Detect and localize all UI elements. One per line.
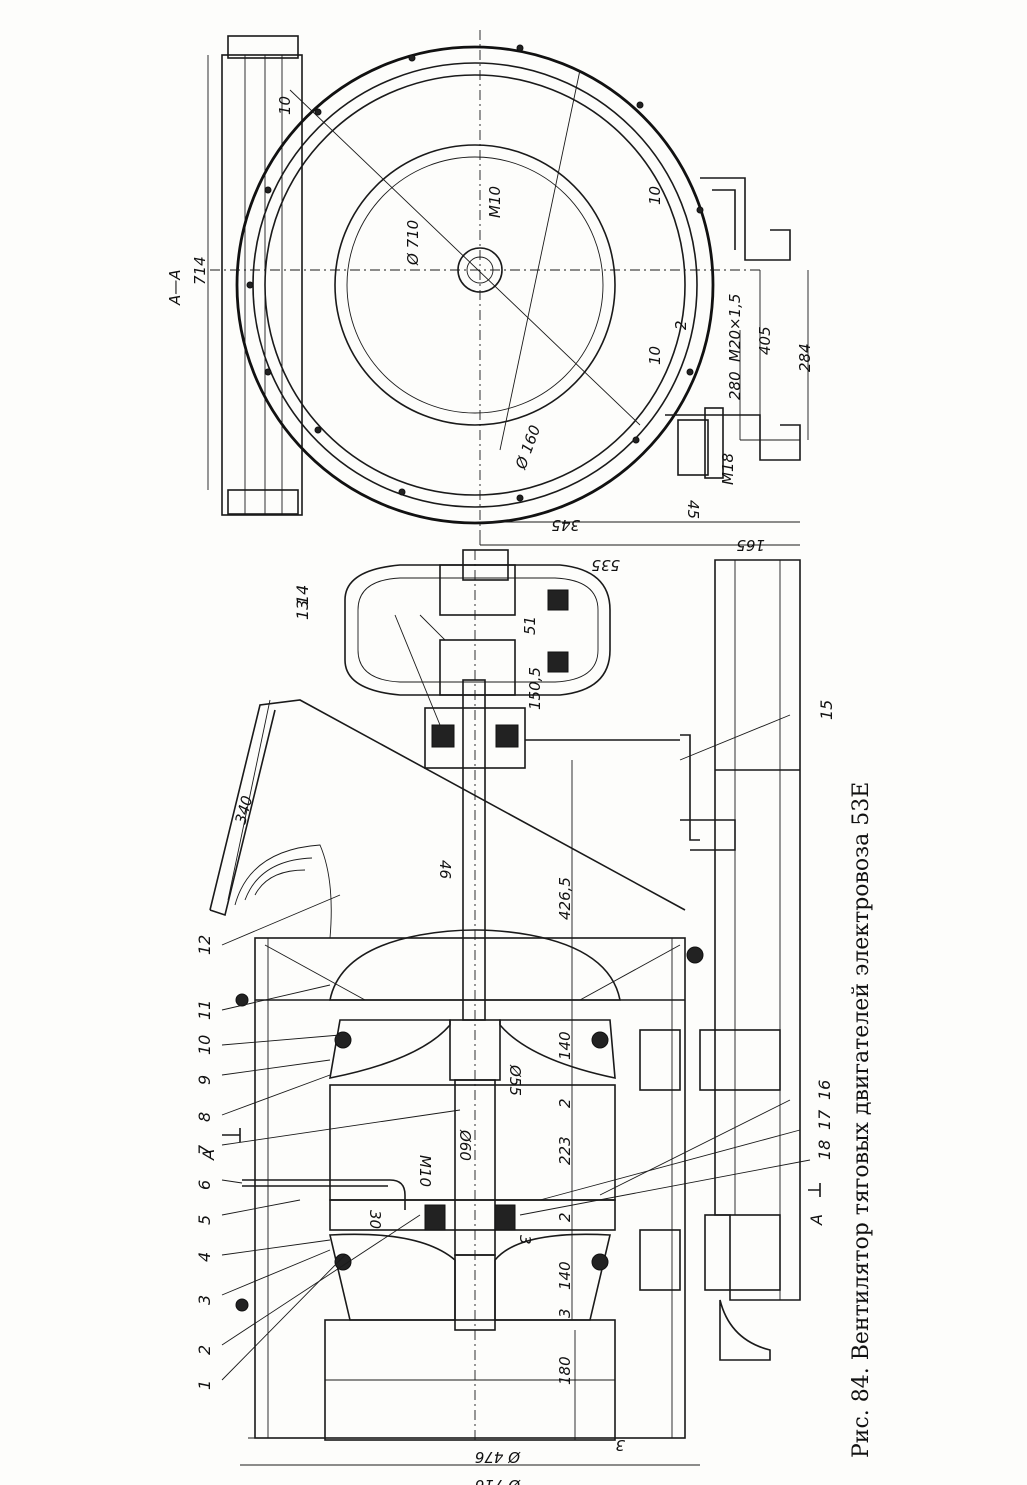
dim-m20: M20×1,5 [726, 294, 744, 362]
flange-bolts-main [235, 946, 704, 1312]
dim-3a: 3 [556, 1308, 574, 1318]
part-5: 5 [195, 1215, 214, 1225]
coupling-housing [344, 564, 611, 696]
housing-top-lug [227, 35, 299, 59]
dim-714: 714 [191, 256, 209, 285]
end-dome [329, 929, 621, 1001]
dim-shaft-60: Ø60 [456, 1129, 474, 1161]
dim-280: 280 [726, 371, 744, 400]
dim-340: 340 [231, 794, 256, 826]
dim-345: 345 [551, 516, 580, 534]
dim-3c: 3 [516, 1235, 534, 1245]
outer-casing-ring [235, 45, 715, 525]
dim-top-m10: M10 [486, 186, 504, 218]
dim-top-2: 2 [672, 320, 690, 330]
inlet-duct [209, 699, 686, 911]
part-4: 4 [195, 1252, 214, 1262]
outer-cylinder [254, 937, 686, 1439]
base-frame [714, 559, 801, 1301]
part-10: 10 [195, 1035, 214, 1055]
bracket-lower [665, 414, 801, 461]
dim-top-10a: 10 [646, 186, 664, 205]
part-12: 12 [195, 935, 214, 955]
part-15: 15 [817, 700, 836, 720]
section-mark-a-left: А [199, 1149, 218, 1161]
dim-shaft-46: 46 [436, 860, 454, 879]
section-mark-a-right: А [807, 1214, 826, 1226]
flange-bolts [246, 44, 704, 502]
leader-lines [221, 614, 811, 1381]
figure-caption: Рис. 84. Вентилятор тяговых двигателей э… [849, 782, 874, 1458]
impeller-inner [346, 156, 604, 414]
part-7: 7 [195, 1144, 214, 1155]
dim-top-10b: 10 [646, 346, 664, 365]
part-9: 9 [195, 1075, 214, 1085]
main-section-view [209, 549, 821, 1466]
part-11: 11 [195, 1000, 214, 1020]
dim-165: 165 [736, 536, 765, 554]
part-2: 2 [195, 1345, 214, 1355]
dim-535: 535 [591, 556, 620, 574]
part-13: 13 [293, 600, 312, 620]
drive-shaft [462, 679, 486, 1021]
housing-bottom-lug [227, 489, 299, 515]
bearing-left [424, 1204, 446, 1231]
impeller-upper-left [329, 1019, 451, 1080]
section-view-a-a [207, 30, 809, 546]
dim-top-10c: 10 [276, 96, 294, 115]
section-mark-left [222, 1128, 241, 1142]
dim-45: 45 [684, 500, 702, 519]
dim-m18: M18 [719, 453, 737, 485]
part-18: 18 [815, 1140, 834, 1160]
bracket-upper [700, 177, 791, 261]
support-bracket [680, 734, 700, 841]
oil-pipe [242, 1179, 406, 1210]
impeller-disc [334, 144, 616, 426]
housing-flange-left [221, 54, 303, 516]
impeller-lower-right [494, 1233, 611, 1321]
dim-2b: 2 [556, 1212, 574, 1222]
part-8: 8 [195, 1112, 214, 1122]
dim-inner-476: Ø 476 [475, 1448, 521, 1466]
dim-405: 405 [756, 326, 774, 355]
dim-140-upper: 140 [556, 1031, 574, 1060]
dim-2a: 2 [556, 1098, 574, 1108]
dim-30: 30 [366, 1210, 384, 1229]
part-3: 3 [195, 1295, 214, 1305]
main-shaft [454, 1079, 496, 1256]
dim-180: 180 [556, 1356, 574, 1385]
section-mark-right [808, 1183, 821, 1197]
coupling-hub-top [439, 564, 516, 616]
casing-ring-2 [252, 62, 698, 508]
dim-140-lower: 140 [556, 1261, 574, 1290]
part-1: 1 [195, 1380, 214, 1390]
part-6: 6 [195, 1180, 214, 1190]
dim-3b: 3 [615, 1436, 625, 1454]
part-14: 14 [293, 585, 312, 605]
part-16: 16 [815, 1080, 834, 1100]
casing-ring-3 [264, 74, 686, 496]
dim-shaft-55: Ø55 [506, 1064, 524, 1096]
dim-side-m10: M10 [416, 1155, 434, 1187]
part-17: 17 [815, 1109, 834, 1130]
section-label: А—А [166, 269, 184, 306]
dim-223: 223 [556, 1136, 574, 1165]
coupling-hub-bottom [439, 639, 516, 696]
dim-150-5: 150,5 [526, 667, 544, 710]
dim-160: Ø 160 [512, 423, 545, 473]
impeller-lower-left [329, 1233, 456, 1321]
dim-outer-716: Ø 716 [475, 1476, 521, 1485]
bearing-support [424, 707, 526, 769]
dim-710: Ø 710 [404, 220, 422, 266]
dim-51: 51 [521, 616, 539, 635]
dim-426-5: 426,5 [556, 877, 574, 920]
bearing-right [494, 1204, 516, 1231]
dim-284: 284 [796, 343, 814, 372]
